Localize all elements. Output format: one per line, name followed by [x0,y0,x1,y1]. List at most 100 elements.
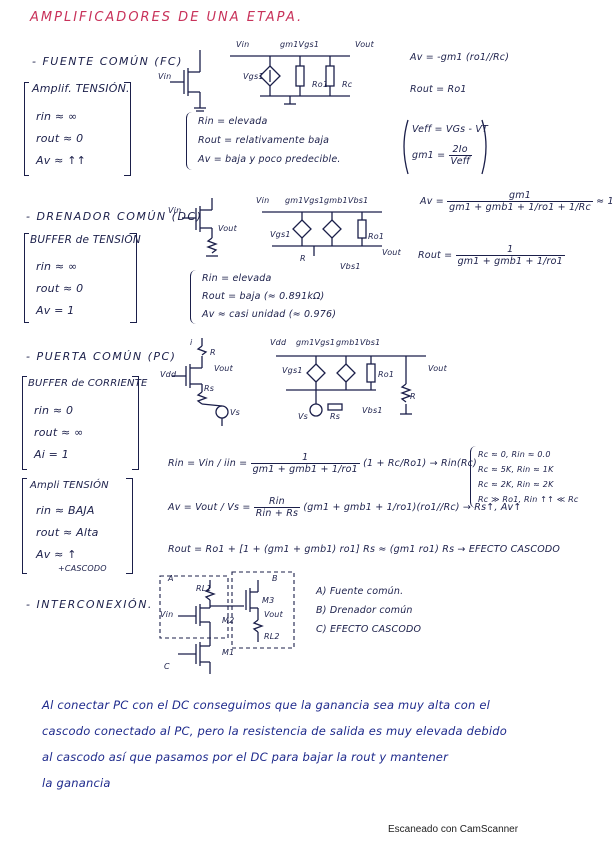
dc-vin-label-2: Vin [256,196,270,205]
pc-box1-line: rin ≈ 0 [34,404,74,417]
conclusion-line: la ganancia [42,776,111,790]
pc-ro-label: Ro1 [378,370,395,379]
fc-box-line: rout ≈ 0 [36,132,84,145]
fc-vout-label: Vout [355,40,374,49]
dc-box-line: Av = 1 [36,304,75,317]
inter-list-item: B) Drenador común [316,605,413,616]
pc-rin-case: Rc ≫ Ro1, Rin ↑↑ ≪ Rc [478,495,579,504]
inter-m2-label: M2 [222,616,235,625]
pc-small-signal-model [276,355,426,417]
dc-rout-equation: Rout = 1 gm1 + gmb1 + 1/ro1 [418,244,565,267]
dc-props-brace [190,270,197,324]
pc-vs-label: Vs [230,408,241,417]
pc-av-den: Rin + Rs [255,508,299,519]
gm-lhs: gm1 = [412,150,446,161]
dc-rout-lhs: Rout = [418,250,453,261]
pc-box2-note: +CASCODO [58,564,107,573]
conclusion-paragraph: Al conectar PC con el DC conseguimos que… [42,692,507,796]
gm-num: 2Io [448,144,472,156]
pc-av-num: Rin [253,496,301,508]
pc-rout-equation: Rout = Ro1 + [1 + (gm1 + gmb1) ro1] Rs ≈… [168,544,561,555]
pc-rin-case: Rc ≈ 0, Rin ≈ 0.0 [478,450,551,459]
fc-heading: - FUENTE COMÚN (FC) [32,55,183,68]
dc-av-fraction: gm1 gm1 + gmb1 + 1/ro1 + 1/Rc [447,190,593,213]
inter-vin-label: Vin [160,610,174,619]
fc-box-lines: rin ≈ ∞ rout ≈ 0 Av ≈ ↑↑ [36,106,86,172]
pc-rin-lhs: Rin = Vin / iin = [168,458,248,469]
fc-prop: Rout = relativamente baja [198,135,330,146]
fc-prop: Av = baja y poco predecible. [198,154,341,165]
dc-box-title: BUFFER de TENSIÓN [30,234,141,246]
pc-rin-den: gm1 + gmb1 + 1/ro1 [252,464,358,475]
pc-i-label: i [190,338,193,347]
pc-box1-right-bracket [132,376,139,470]
dc-vout-label: Vout [218,224,237,233]
pc-cases-brace [470,446,477,508]
inter-c-label: C [164,662,170,671]
dc-prop: Av ≈ casi unidad (≈ 0.976) [202,309,337,320]
pc-box2-line: rout ≈ Alta [36,526,99,539]
pc-vgs-label: Vgs1 [282,366,303,375]
pc-rin-num: 1 [250,452,360,464]
inter-m1-label: M1 [222,648,235,657]
gm-equation: gm1 = 2Io Veff [412,144,472,167]
pc-box1-line: Ai = 1 [34,448,69,461]
fc-box-title: Amplif. TENSIÓN. [32,82,130,95]
pc-rin-case: Rc ≈ 5K, Rin ≈ 1K [478,465,554,474]
dc-r-label: R [300,254,306,263]
pc-box1-left-bracket [22,376,27,470]
dc-gm-label: gm1Vgs1 [285,196,325,205]
dc-prop: Rout = baja (≈ 0.891kΩ) [202,291,325,302]
fc-av-equation: Av = -gm1 (ro1//Rc) [410,52,510,63]
fc-box-left-bracket [24,82,29,176]
dc-ro-label: Ro1 [368,232,385,241]
dc-properties: Rin = elevada Rout = baja (≈ 0.891kΩ) Av… [202,270,336,324]
conclusion-line: cascodo conectado al PC, pero la resiste… [42,724,507,738]
interconnection-circuit [159,571,295,674]
dc-av-den: gm1 + gmb1 + 1/ro1 + 1/Rc [449,202,591,213]
fc-props-brace [186,112,193,170]
gm-fraction: 2Io Veff [448,144,472,167]
fc-vin-label-2: Vin [236,40,250,49]
fc-properties: Rin = elevada Rout = relativamente baja … [198,112,341,169]
pc-r-label-2: R [410,392,416,401]
conclusion-line: al cascodo así que pasamos por el DC par… [42,750,449,764]
pc-vdd-label-2: Vdd [270,338,287,347]
inter-list-item: A) Fuente común. [316,586,404,597]
dc-rout-fraction: 1 gm1 + gmb1 + 1/ro1 [455,244,565,267]
inter-rl2-label: RL2 [264,632,280,641]
pc-vout-label: Vout [214,364,233,373]
dc-vin-label: Vin [168,206,182,215]
dc-av-num: gm1 [447,190,593,202]
pc-box2-line: Av ≈ ↑ [36,548,77,561]
pc-box1-line: rout ≈ ∞ [34,426,84,439]
inter-list-item: C) EFECTO CASCODO [316,624,422,635]
dc-box-left-bracket [24,233,29,323]
pc-heading: - PUERTA COMÚN (PC) [26,350,177,363]
pc-rin-cases: Rc ≈ 0, Rin ≈ 0.0 Rc ≈ 5K, Rin ≈ 1K Rc ≈… [478,447,578,507]
inter-vout-label: Vout [264,610,283,619]
scanner-watermark: Escaneado con CamScanner [388,824,519,835]
inter-list: A) Fuente común. B) Drenador común C) EF… [316,582,421,639]
pc-gmb-label: gmb1Vbs1 [336,338,381,347]
pc-rs-label: Rs [204,384,215,393]
inter-heading: - INTERCONEXIÓN. [26,598,153,611]
pc-box2-lines: rin ≈ BAJA rout ≈ Alta Av ≈ ↑ [36,500,99,566]
inter-b-label: B [272,574,278,583]
pc-r-label: R [210,348,216,357]
dc-vout-label-2: Vout [382,248,401,257]
pc-box2-line: rin ≈ BAJA [36,504,95,517]
dc-gmb-label: gmb1Vbs1 [324,196,369,205]
fc-box-line: rin ≈ ∞ [36,110,78,123]
pc-av-tail: (gm1 + gmb1 + 1/ro1)(ro1//Rc) → Rs↑, Av↑ [303,502,522,513]
pc-vout-label-2: Vout [428,364,447,373]
pc-rin-tail: (1 + Rc/Ro1) → Rin(Rc) [363,458,477,469]
fc-ro-label: Ro1 [312,80,329,89]
fc-prop: Rin = elevada [198,116,268,127]
fc-vin-label: Vin [158,72,172,81]
dc-vbs-label: Vbs1 [340,262,361,271]
inter-m3-label: M3 [262,596,275,605]
page-title: AMPLIFICADORES DE UNA ETAPA. [30,10,304,25]
veff-paren [403,119,487,175]
pc-transistor-sketch [172,338,229,426]
